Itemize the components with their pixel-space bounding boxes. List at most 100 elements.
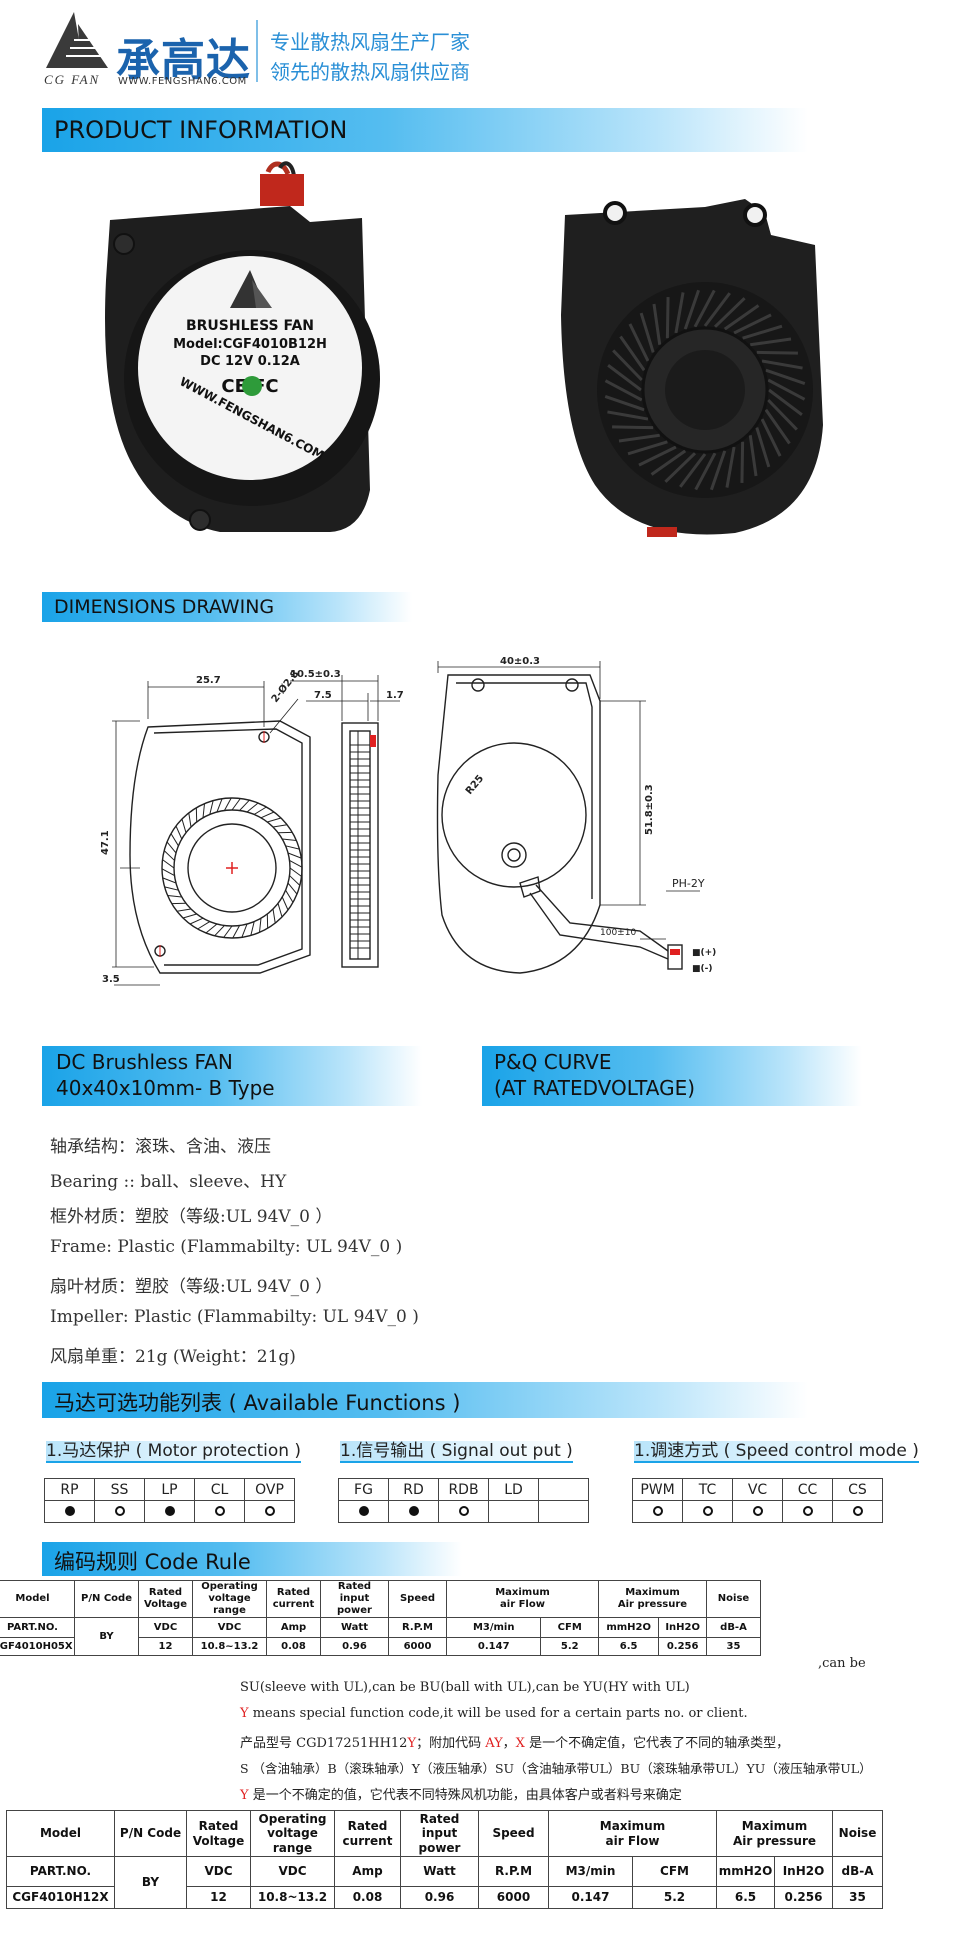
- unit-vdc: VDC: [138, 1617, 193, 1638]
- speed-control-title: 1.调速方式 ( Speed control mode ): [634, 1441, 919, 1463]
- speed-control-table: PWM TC VC CC CS: [632, 1478, 883, 1523]
- dim-width: 40±0.3: [500, 656, 540, 667]
- section-title: DIMENSIONS DRAWING: [54, 596, 275, 618]
- code-tc: TC: [682, 1478, 733, 1501]
- code-cl: CL: [194, 1478, 245, 1501]
- note-model-cn: 产品型号 CGD17251HH12Y；附加代码 AY，X 是一个不确定值，它代表…: [240, 1736, 790, 1751]
- section-functions: 马达可选功能列表 ( Available Functions ): [42, 1382, 808, 1418]
- cell-air-flow-m3: 0.147: [445, 1637, 542, 1656]
- unit-m3min: M3/min: [445, 1617, 542, 1638]
- unit-watt: Watt: [400, 1856, 479, 1887]
- brand-url: WWW.FENGSHAN6.COM: [118, 76, 247, 87]
- code-lp: LP: [144, 1478, 195, 1501]
- cell-rated-power: 0.96: [400, 1886, 479, 1909]
- unit-vdc: VDC: [186, 1856, 251, 1887]
- unit-watt: Watt: [320, 1617, 389, 1638]
- section-code-rule: 编码规则 Code Rule: [42, 1542, 462, 1576]
- unit-rpm: R.P.M: [478, 1856, 549, 1887]
- section-product-info: PRODUCT INFORMATION: [42, 108, 808, 152]
- unit-mmh2o: mmH2O: [716, 1856, 775, 1887]
- col-noise: Noise: [832, 1810, 883, 1857]
- unit-pn: BY: [74, 1617, 139, 1656]
- cell-air-flow-cfm: 5.2: [632, 1886, 717, 1909]
- dim-thickness-b: 1.7: [386, 690, 404, 701]
- fan-label-rating: DC 12V 0.12A: [200, 354, 300, 369]
- motor-protection-title: 1.马达保护 ( Motor protection ): [46, 1441, 302, 1463]
- cell-rated-voltage: 12: [186, 1886, 251, 1909]
- pq-title: P&Q CURVE: [494, 1050, 612, 1074]
- spec-impeller-cn: 扇叶材质：塑胶（等级:UL 94V_0 ）: [50, 1277, 333, 1297]
- hollow-dot-icon: [732, 1500, 783, 1523]
- code-rp: RP: [44, 1478, 95, 1501]
- motor-protection-table: RP SS LP CL OVP: [44, 1478, 295, 1523]
- code-rd: RD: [388, 1478, 439, 1501]
- cell-rated-current: 0.08: [266, 1637, 321, 1656]
- unit-pn: BY: [114, 1856, 187, 1909]
- note-tail: ,can be: [818, 1656, 866, 1671]
- cell-part-no: CGF4010H12X: [6, 1886, 115, 1909]
- col-noise: Noise: [706, 1580, 761, 1618]
- fan-label-model: Model:CGF4010B12H: [173, 337, 327, 352]
- unit-inh2o: InH2O: [658, 1617, 707, 1638]
- col-speed: Speed: [478, 1810, 549, 1857]
- cell-noise: 35: [706, 1637, 761, 1656]
- hollow-dot-icon: [832, 1500, 883, 1523]
- unit-rpm: R.P.M: [388, 1617, 447, 1638]
- cell-noise: 35: [832, 1886, 883, 1909]
- fan-back-image: [561, 199, 823, 537]
- section-pq-curve: P&Q CURVE (AT RATEDVOLTAGE): [482, 1046, 862, 1106]
- cell-pressure-mm: 6.5: [716, 1886, 775, 1909]
- unit-m3min: M3/min: [548, 1856, 633, 1887]
- code-vc: VC: [732, 1478, 783, 1501]
- hollow-dot-icon: [682, 1500, 733, 1523]
- slogan-line-2: 领先的散热风扇供应商: [270, 60, 470, 84]
- brand-name-cn: 承高达: [116, 35, 251, 86]
- code-ovp: OVP: [244, 1478, 295, 1501]
- cell-operating-voltage: 10.8~13.2: [250, 1886, 335, 1909]
- hollow-dot-icon: [194, 1500, 245, 1523]
- unit-amp: Amp: [266, 1617, 321, 1638]
- unit-dba: dB-A: [706, 1617, 761, 1638]
- col-pn-code: P/N Code: [114, 1810, 187, 1857]
- pq-subtitle: (AT RATEDVOLTAGE): [494, 1076, 696, 1100]
- spec-frame-en: Frame: Plastic (Flammabilty: UL 94V_0 ): [50, 1237, 403, 1257]
- cell-air-flow-cfm: 5.2: [540, 1637, 599, 1656]
- cell-operating-voltage: 10.8~13.2: [192, 1637, 267, 1656]
- section-title: 编码规则 Code Rule: [54, 1550, 251, 1574]
- note-bearing-codes: SU(sleeve with UL),can be BU(ball with U…: [240, 1680, 690, 1695]
- spec-bearing-cn: 轴承结构：滚珠、含油、液压: [50, 1137, 271, 1157]
- note-bearing-types-cn: S （含油轴承）B（滚珠轴承）Y（液压轴承）SU（含油轴承带UL）BU（滚珠轴承…: [240, 1761, 872, 1776]
- note-special-code: Y means special function code,it will be…: [240, 1706, 748, 1721]
- header-divider: [256, 20, 258, 82]
- code-empty: [538, 1478, 589, 1501]
- logo-triangle-icon: [46, 12, 108, 68]
- section-title: 马达可选功能列表 ( Available Functions ): [54, 1391, 461, 1415]
- code-cs: CS: [832, 1478, 883, 1501]
- fan-front-image: BRUSHLESS FAN Model:CGF4010B12H DC 12V 0…: [105, 161, 380, 532]
- unit-vdc-range: VDC: [192, 1617, 267, 1638]
- code-ld: LD: [488, 1478, 539, 1501]
- fan-type-title: DC Brushless FAN: [56, 1050, 233, 1074]
- code-pwm: PWM: [632, 1478, 683, 1501]
- unit-vdc-range: VDC: [250, 1856, 335, 1887]
- dim-lead: 100±10: [600, 928, 636, 938]
- unit-part-no: PART.NO.: [0, 1617, 75, 1638]
- code-rdb: RDB: [438, 1478, 489, 1501]
- cell-part-no: CGF4010H05X: [0, 1637, 75, 1656]
- signal-output-title: 1.信号输出 ( Signal out put ): [340, 1441, 573, 1463]
- dim-radius: R25: [464, 773, 486, 797]
- cell-rated-current: 0.08: [334, 1886, 401, 1909]
- cell-rated-voltage: 12: [138, 1637, 193, 1656]
